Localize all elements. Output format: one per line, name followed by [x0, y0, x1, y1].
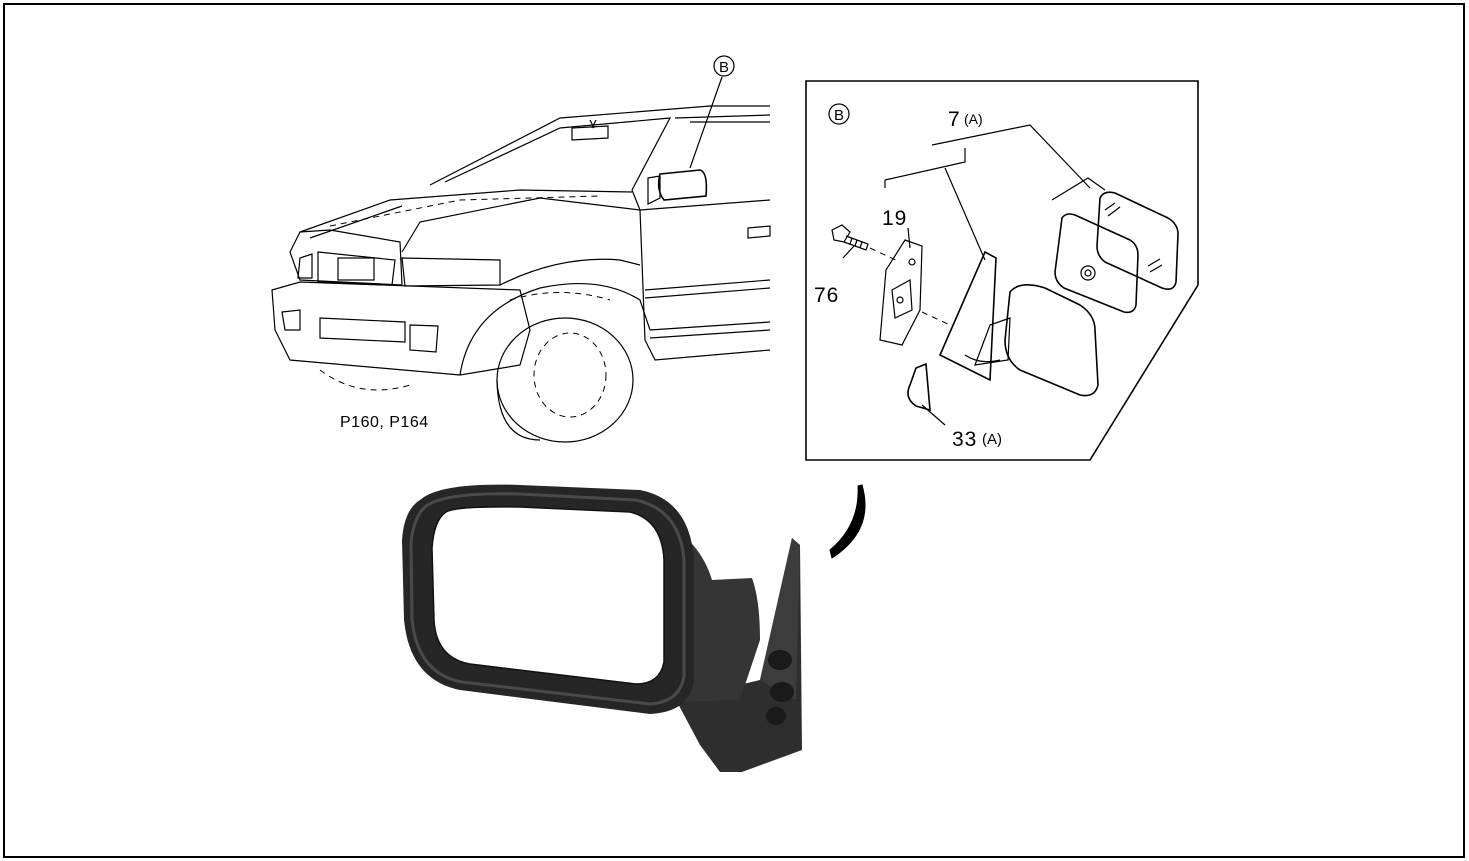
mirror-actuator-plate — [1054, 213, 1139, 314]
part-76-bolt — [831, 224, 901, 263]
part-label-7: 7 — [948, 108, 961, 131]
detail-callout-circle — [828, 103, 850, 125]
vehicle-drawing — [271, 76, 771, 443]
part-label-33: 33 — [952, 428, 977, 451]
mirror-base-plate — [938, 250, 997, 382]
part-label-7-suffix: (A) — [964, 111, 983, 127]
page-border — [3, 3, 1465, 858]
vehicle-callout-circle — [713, 55, 735, 77]
vehicle-callout-letter: B — [719, 59, 729, 76]
detail-callout-letter: B — [834, 107, 844, 124]
part-19-shape — [879, 239, 923, 346]
detail-box — [805, 80, 1199, 461]
mirror-product-render — [402, 484, 802, 772]
part-label-76: 76 — [814, 284, 839, 307]
part-33-shape — [907, 362, 931, 412]
curved-arrow-icon — [829, 484, 866, 559]
mirror-housing — [1004, 284, 1099, 397]
mirror-glass-shape — [1096, 191, 1179, 290]
part-label-33-suffix: (A) — [982, 431, 1002, 448]
vehicle-ref-label: P160, P164 — [340, 414, 429, 431]
part-7-leaders — [884, 124, 1106, 261]
part-label-19: 19 — [882, 207, 907, 230]
